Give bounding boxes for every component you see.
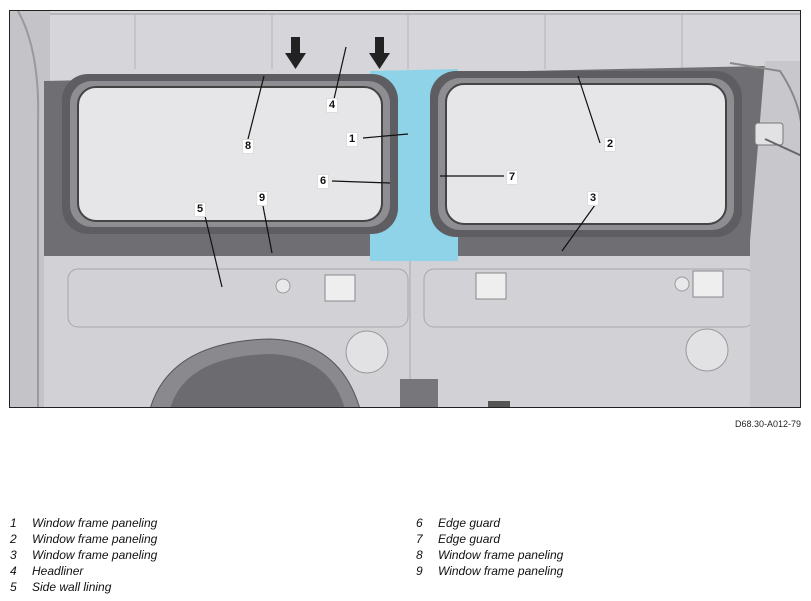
figure-id: D68.30-A012-79 [734, 419, 801, 429]
legend-number: 2 [10, 532, 17, 546]
legend-text: Window frame paneling [32, 516, 158, 530]
legend-item: 2 Window frame paneling [10, 531, 157, 547]
down-arrow-icon [285, 37, 306, 69]
legend-item: 9 Window frame paneling [416, 563, 563, 579]
callout-9: 9 [256, 191, 269, 206]
down-arrow-icon [369, 37, 390, 69]
diagram-drawing [10, 11, 800, 407]
legend-text: Headliner [32, 564, 84, 578]
legend-number: 7 [416, 532, 423, 546]
legend-item: 8 Window frame paneling [416, 547, 563, 563]
legend-item: 5 Side wall lining [10, 579, 157, 595]
legend-text: Window frame paneling [438, 564, 564, 578]
legend-number: 9 [416, 564, 423, 578]
callout-2: 2 [604, 137, 617, 152]
legend-number: 3 [10, 548, 17, 562]
left-window-glass [77, 86, 383, 222]
callout-4: 4 [326, 98, 339, 113]
callout-5: 5 [194, 202, 207, 217]
legend-number: 1 [10, 516, 17, 530]
legend-text: Edge guard [438, 532, 501, 546]
legend-text: Side wall lining [32, 580, 112, 594]
legend-text: Window frame paneling [32, 532, 158, 546]
legend-item: 7 Edge guard [416, 531, 563, 547]
legend-text: Window frame paneling [32, 548, 158, 562]
callout-1: 1 [346, 132, 359, 147]
legend-text: Edge guard [438, 516, 501, 530]
vehicle-interior-diagram: 1 2 3 4 5 6 7 8 9 [9, 10, 801, 408]
legend-number: 5 [10, 580, 17, 594]
callout-8: 8 [242, 139, 255, 154]
callout-7: 7 [506, 170, 519, 185]
callout-6: 6 [317, 174, 330, 189]
legend-number: 4 [10, 564, 17, 578]
legend-item: 1 Window frame paneling [10, 515, 157, 531]
callout-3: 3 [587, 191, 600, 206]
legend-number: 8 [416, 548, 423, 562]
legend-text: Window frame paneling [438, 548, 564, 562]
leader-lines [204, 46, 601, 288]
legend-number: 6 [416, 516, 423, 530]
legend-item: 4 Headliner [10, 563, 157, 579]
legend-item: 6 Edge guard [416, 515, 563, 531]
legend-item: 3 Window frame paneling [10, 547, 157, 563]
right-window-glass [445, 83, 727, 225]
